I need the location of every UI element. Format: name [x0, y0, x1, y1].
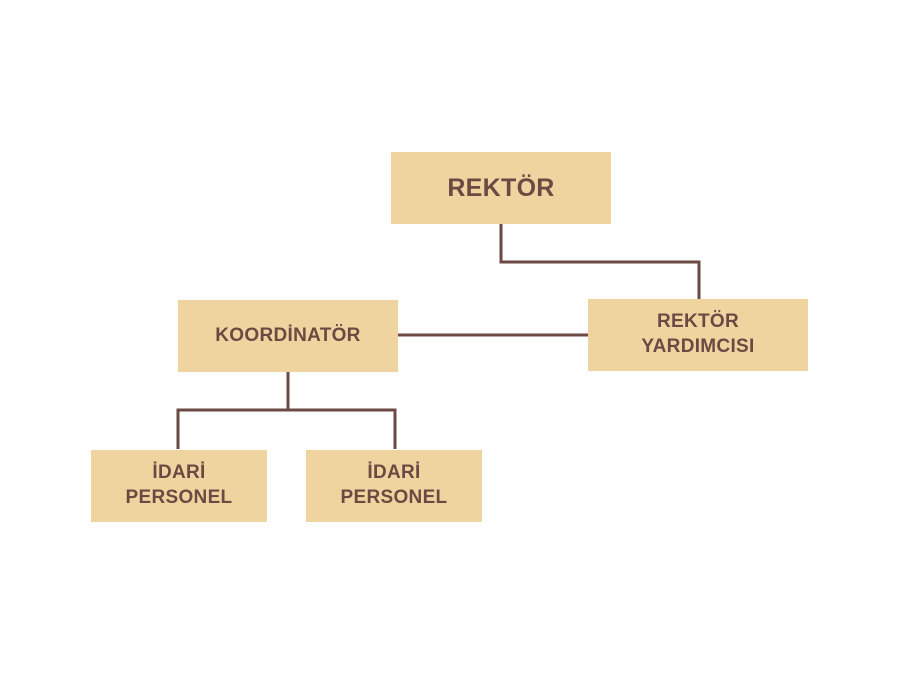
connector-koordinator-to-idari-personel: [176, 372, 397, 449]
node-idari-personel-2-label-line1: İDARİ: [367, 462, 421, 484]
node-idari-personel-2-label-line2: PERSONEL: [340, 487, 448, 508]
node-koordinator-label: KOORDİNATÖR: [215, 324, 361, 346]
node-idari-personel-1: İDARİ PERSONEL: [91, 450, 267, 522]
node-idari-personel-1-label-line2: PERSONEL: [125, 487, 233, 508]
node-idari-personel-2: İDARİ PERSONEL: [306, 450, 482, 522]
node-rektor-yardimcisi-label-line1: REKTÖR: [656, 311, 740, 333]
connector-rektor-to-rektor-yardimcisi: [499, 224, 701, 299]
node-koordinator: KOORDİNATÖR: [178, 300, 398, 372]
node-rektor-label: REKTÖR: [447, 173, 555, 202]
node-rektor: REKTÖR: [391, 152, 611, 224]
node-rektor-yardimcisi: REKTÖR YARDIMCISI: [588, 299, 808, 371]
node-idari-personel-1-label-line1: İDARİ: [152, 462, 206, 484]
node-rektor-yardimcisi-label-line2: YARDIMCISI: [641, 336, 755, 357]
